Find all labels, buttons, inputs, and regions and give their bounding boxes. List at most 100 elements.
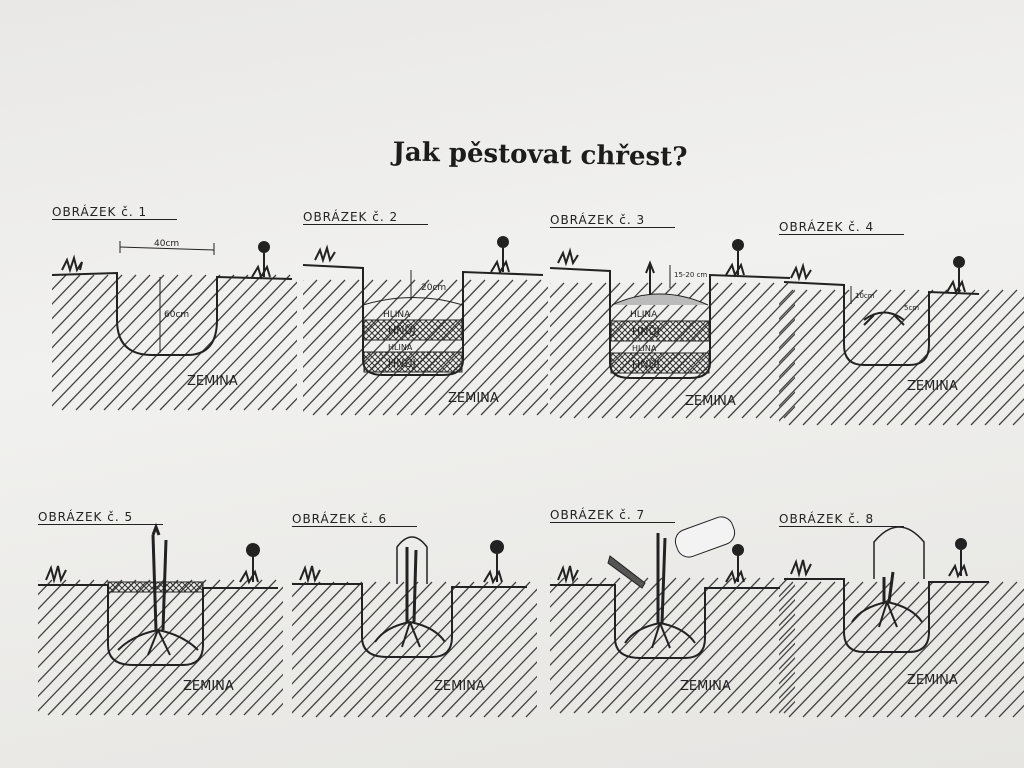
hatch-line	[802, 289, 934, 426]
hatch-line	[303, 279, 402, 383]
figure-label: OBRÁZEK č. 1	[52, 205, 178, 220]
hatch-line	[559, 282, 691, 419]
hatch-line	[615, 282, 747, 419]
plant-icon	[45, 564, 67, 584]
roots	[624, 622, 696, 649]
hatch-line	[671, 584, 795, 714]
hatch-line	[769, 391, 795, 419]
hatch-line	[441, 617, 537, 718]
hatch-line	[89, 274, 221, 411]
plant-icon	[557, 564, 579, 584]
hatch-line	[550, 577, 607, 638]
hatch-line	[201, 310, 297, 411]
hatch-line	[38, 579, 81, 625]
figure-8: OBRÁZEK č. 8 ZEMINA	[779, 512, 1024, 732]
layer-label: HLINA	[388, 343, 413, 352]
hatch-line	[47, 579, 179, 716]
soil-hatching	[779, 289, 1024, 426]
hatch-line	[371, 581, 503, 718]
hatch-line	[573, 577, 705, 714]
hatch-line	[424, 286, 548, 416]
width-note: 40cm	[154, 239, 179, 249]
figure-7-drawing: ZEMINA	[550, 516, 795, 714]
soil-label: ZEMINA	[907, 673, 958, 688]
hatch-line	[657, 577, 789, 714]
hatch-line	[914, 310, 1024, 426]
hatch-line	[550, 282, 579, 314]
hatch-line	[830, 581, 962, 718]
plant-icon	[790, 262, 812, 282]
hatch-line	[61, 274, 193, 411]
hatch-line	[615, 577, 747, 714]
hatch-line	[643, 577, 775, 714]
flower-icon	[251, 241, 271, 280]
hatch-line	[52, 274, 81, 306]
hatch-line	[38, 579, 95, 640]
layer-label: HLINA	[383, 310, 411, 320]
figure-1-drawing: 40cm 60cm ZEMINA	[52, 239, 297, 411]
small-note: 5cm	[904, 304, 919, 312]
layer-label: HLINA	[632, 344, 657, 353]
soil-hatching	[38, 579, 283, 716]
hatch-line	[550, 577, 649, 681]
hatch-line	[368, 279, 500, 416]
hatch-line	[727, 347, 795, 419]
hatch-line	[779, 581, 892, 700]
hatch-line	[699, 318, 795, 419]
figure-label: OBRÁZEK č. 7	[550, 508, 676, 523]
hatch-line	[257, 368, 297, 411]
hatch-line	[900, 296, 1024, 426]
hatch-line	[779, 289, 878, 393]
hatch-line	[243, 673, 283, 716]
hatch-line	[779, 289, 892, 408]
flower-icon	[490, 236, 510, 275]
hatch-line	[713, 332, 795, 419]
flower-icon	[725, 544, 745, 585]
hatch-line	[340, 279, 472, 416]
hatch-line	[522, 388, 548, 416]
hatch-line	[657, 282, 789, 419]
hatch-line	[900, 588, 1024, 718]
cloche	[873, 526, 925, 579]
hatch-line	[550, 577, 593, 623]
layer-label: HNŮJ	[388, 324, 416, 337]
hatch-line	[292, 581, 391, 685]
plant-icon	[61, 254, 83, 274]
hatch-line	[779, 289, 864, 379]
soil-label: ZEMINA	[907, 379, 958, 394]
hatch-line	[779, 581, 808, 613]
hatch-line	[788, 289, 920, 426]
figure-8-drawing: ZEMINA	[779, 526, 1024, 718]
figure-3: OBRÁZEK č. 3 HLINA HNŮJ HLINA HNŮJ 15-20…	[550, 213, 795, 433]
soil-hatching	[779, 581, 1024, 718]
hatch-line	[550, 282, 649, 386]
hatch-line	[508, 373, 548, 416]
hatch-line	[303, 279, 332, 311]
flower-icon	[483, 540, 504, 585]
soil-label: ZEMINA	[187, 374, 238, 389]
hatch-line	[159, 274, 291, 411]
hatch-line	[38, 579, 67, 611]
asparagus-crown	[863, 311, 905, 326]
hatch-line	[215, 644, 283, 716]
hatch-line	[61, 579, 193, 716]
hatch-line	[173, 281, 297, 411]
hatch-line	[292, 581, 419, 714]
hatch-line	[858, 581, 990, 718]
hatch-line	[956, 646, 1024, 718]
hatch-line	[886, 289, 1018, 426]
hatch-line	[303, 279, 360, 340]
figure-label: OBRÁZEK č. 3	[550, 213, 676, 228]
hatch-line	[779, 581, 836, 642]
depth-note: 20cm	[421, 283, 446, 293]
hatch-line	[399, 581, 531, 718]
soil-hatching	[550, 577, 795, 714]
soil-label: ZEMINA	[434, 679, 485, 694]
plant-icon	[314, 244, 336, 264]
soil-label: ZEMINA	[448, 391, 499, 406]
hatch-line	[385, 581, 517, 718]
hatch-line	[802, 581, 934, 718]
hatch-line	[559, 577, 691, 714]
hatch-line	[886, 581, 1018, 718]
soil-label: ZEMINA	[183, 679, 234, 694]
